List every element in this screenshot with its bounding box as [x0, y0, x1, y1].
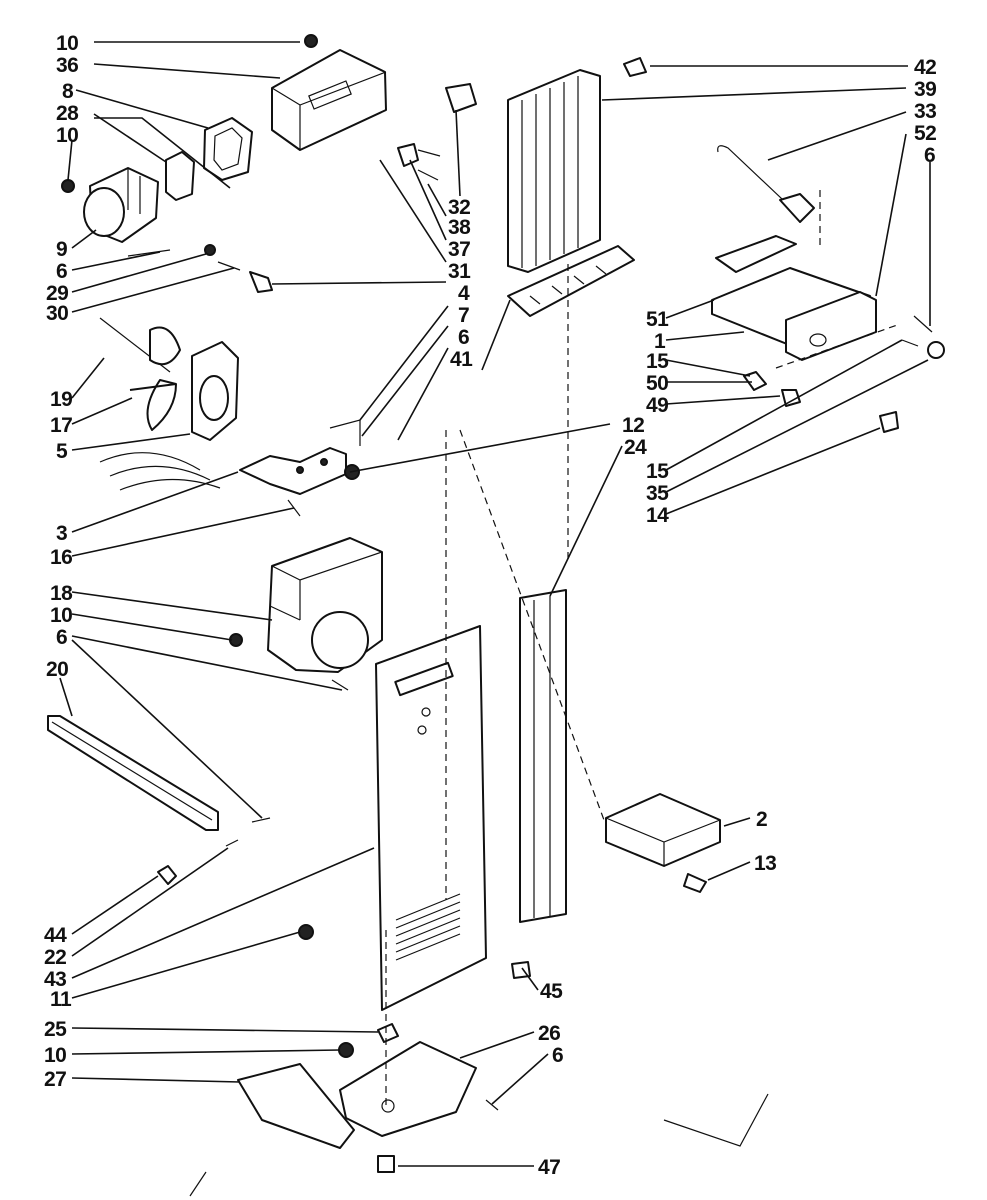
callout-15: 15: [646, 350, 669, 373]
callout-15: 15: [646, 460, 669, 483]
callout-9: 9: [56, 238, 67, 261]
part-base-26: [338, 1023, 477, 1137]
callout-6: 6: [924, 144, 935, 167]
leader-lines: [59, 41, 931, 1167]
callout-50: 50: [646, 372, 668, 395]
callout-2: 2: [756, 808, 767, 831]
callout-6: 6: [56, 626, 67, 649]
callout-44: 44: [44, 924, 67, 947]
callout-14: 14: [646, 504, 669, 527]
callout-6: 6: [56, 260, 67, 283]
part-panel-11: [375, 625, 487, 1011]
callout-12: 12: [622, 414, 644, 437]
part-channel-39: [507, 69, 601, 273]
callout-10: 10: [56, 124, 78, 147]
callout-28: 28: [56, 102, 79, 125]
callout-1: 1: [654, 330, 666, 353]
callout-36: 36: [56, 54, 78, 77]
callout-20: 20: [46, 658, 68, 681]
part-plate-28: [165, 151, 195, 201]
callout-5: 5: [56, 440, 68, 463]
callout-22: 22: [44, 946, 66, 969]
callout-31: 31: [448, 260, 471, 283]
callout-38: 38: [448, 216, 471, 239]
callout-11: 11: [50, 988, 72, 1011]
callout-10: 10: [44, 1044, 66, 1067]
part-gasket-8: [203, 117, 253, 181]
part-rail-20: [47, 715, 219, 831]
callout-8: 8: [62, 80, 74, 103]
callout-43: 43: [44, 968, 66, 991]
callout-42: 42: [914, 56, 936, 79]
callout-17: 17: [50, 414, 72, 437]
part-bracket-41: [507, 245, 635, 317]
part-thermostat-assembly: [711, 145, 877, 361]
callout-41: 41: [450, 348, 473, 371]
callout-6: 6: [458, 326, 469, 349]
callout-16: 16: [50, 546, 72, 569]
callout-30: 30: [46, 302, 68, 325]
callout-52: 52: [914, 122, 936, 145]
callout-26: 26: [538, 1022, 560, 1045]
callout-27: 27: [44, 1068, 66, 1091]
callout-25: 25: [44, 1018, 67, 1041]
callout-labels: 10 36 8 28 10 9 6 29 30 19 17 5 3 16 18 …: [44, 32, 937, 1179]
callout-49: 49: [646, 394, 668, 417]
callout-10: 10: [50, 604, 72, 627]
callout-35: 35: [646, 482, 669, 505]
callout-10: 10: [56, 32, 78, 55]
part-channel-24: [519, 589, 567, 923]
part-strip-27: [237, 1063, 355, 1149]
callout-47: 47: [538, 1156, 560, 1179]
part-duct-18: [229, 537, 383, 691]
callout-7: 7: [458, 304, 469, 327]
callout-51: 51: [646, 308, 669, 331]
callout-24: 24: [624, 436, 647, 459]
part-bracket-3: [239, 447, 347, 495]
part-fan-motor: [99, 317, 239, 491]
callout-37: 37: [448, 238, 470, 261]
part-box-2: [605, 793, 721, 867]
callout-3: 3: [56, 522, 67, 545]
callout-18: 18: [50, 582, 73, 605]
callout-29: 29: [46, 282, 68, 305]
callout-13: 13: [754, 852, 776, 875]
part-housing-36: [271, 49, 387, 151]
callout-19: 19: [50, 388, 72, 411]
callout-39: 39: [914, 78, 936, 101]
part-motor-9: [83, 167, 159, 243]
callout-6: 6: [552, 1044, 563, 1067]
callout-45: 45: [540, 980, 563, 1003]
callout-4: 4: [458, 282, 470, 305]
callout-33: 33: [914, 100, 936, 123]
callout-32: 32: [448, 196, 470, 219]
